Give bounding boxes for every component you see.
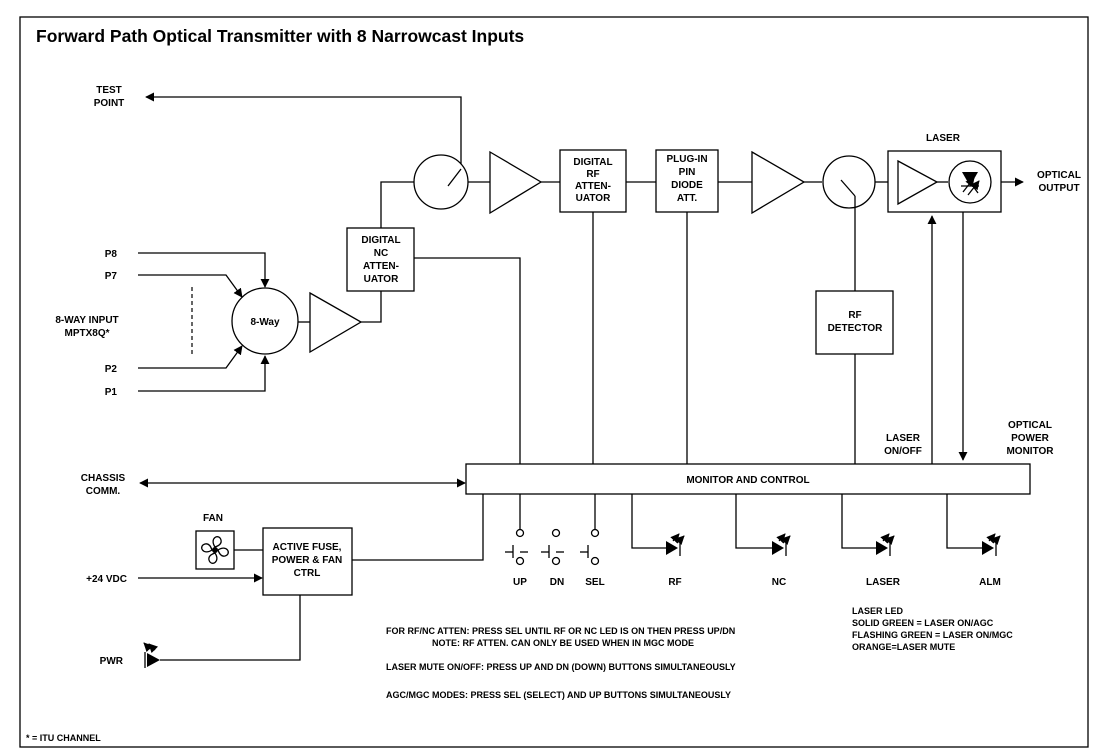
note-rfnc-line2: NOTE: RF ATTEN. CAN ONLY BE USED WHEN IN… [432,638,694,648]
laser-led-note-line2: SOLID GREEN = LASER ON/AGC [852,618,994,628]
monitor-control-label: MONITOR AND CONTROL [686,475,809,486]
pin-diode-line2: PIN [679,167,696,178]
opm-line1: OPTICAL [1008,420,1052,431]
fan-icon [195,530,235,570]
chassis-comm-line1: CHASSIS [81,473,126,484]
active-fuse-line2: POWER & FAN [272,555,343,566]
up-button-switch [505,494,528,566]
digital-rf-atten-line1: DIGITAL [573,157,612,168]
input-p1-label: P1 [105,387,118,398]
diagram-title: Forward Path Optical Transmitter with 8 … [36,26,524,46]
diagram-frame [19,16,1089,748]
rf-amplifier-1 [489,150,543,215]
laser-led-note-line3: FLASHING GREEN = LASER ON/MGC [852,630,1013,640]
pin-diode-line4: ATT. [677,193,698,204]
rf-led-icon [666,533,685,556]
sel-button-label: SEL [585,577,604,588]
input-p7-label: P7 [105,271,118,282]
fan-label: FAN [203,513,223,524]
pin-diode-line1: PLUG-IN [666,154,707,165]
laser-onoff-line2: ON/OFF [884,446,922,457]
chassis-comm-line2: COMM. [86,486,121,497]
dn-button-label: DN [550,577,564,588]
input-p7-wire [138,274,243,298]
laser-title: LASER [926,133,961,144]
pwr-led-icon [143,642,160,668]
laser-diode-icon [948,160,992,204]
active-fuse-line3: CTRL [294,568,321,579]
eight-way-combiner [231,287,299,355]
input-p8-wire [138,252,270,288]
itu-channel-note: * = ITU CHANNEL [26,733,101,743]
rf-led-label: RF [668,577,681,588]
digital-nc-line3: ATTEN- [363,261,399,272]
test-point-coupler [413,154,469,210]
power-to-monitor-wire [352,494,484,561]
pwr-led-wire [160,595,301,661]
eight-way-label: 8-Way [250,317,280,328]
rf-detector-line1: RF [848,310,861,321]
input-p2-wire [138,345,243,369]
laser-onoff-line1: LASER [886,433,921,444]
test-point-wire [145,92,462,169]
sel-button-switch [580,494,600,566]
laser-driver-amplifier [897,159,939,206]
input-p2-label: P2 [105,364,118,375]
digital-nc-line4: UATOR [364,274,399,285]
nc-control-wire [414,257,521,464]
active-fuse-power-fan-control [262,527,353,596]
laser-led-icon [876,533,895,556]
alm-led-icon [982,533,1001,556]
laser-led-label: LASER [866,577,901,588]
optical-output-line2: OUTPUT [1038,183,1079,194]
monitor-and-control-block [465,463,1031,495]
rf-amplifier-2 [751,150,806,215]
opm-line3: MONITOR [1006,446,1054,457]
eight-way-input-line1: 8-WAY INPUT [55,315,118,326]
alm-led-label: ALM [979,577,1001,588]
nc-led-wire [735,494,772,549]
digital-nc-line1: DIGITAL [361,235,400,246]
pin-diode-line3: DIODE [671,180,703,191]
up-button-label: UP [513,577,527,588]
input-p8-label: P8 [105,249,118,260]
note-agc-mgc: AGC/MGC MODES: PRESS SEL (SELECT) AND UP… [386,690,731,700]
input-p1-wire [138,355,270,392]
laser-led-note-line4: ORANGE=LASER MUTE [852,642,955,652]
rf-led-wire [631,494,666,549]
nc-led-label: NC [772,577,786,588]
digital-rf-atten-line2: RF [586,169,599,180]
pwr-label: PWR [100,656,124,667]
note-laser-mute: LASER MUTE ON/OFF: PRESS UP AND DN (DOWN… [386,662,736,672]
test-point-line1: TEST [96,85,122,96]
digital-nc-attenuator [346,227,415,292]
digital-rf-atten-line3: ATTEN- [575,181,611,192]
test-point-line2: POINT [94,98,125,109]
rf-detector-line2: DETECTOR [828,323,884,334]
opm-line2: POWER [1011,433,1050,444]
dn-button-switch [541,528,564,566]
eight-way-input-line2: MPTX8Q* [64,328,109,339]
note-rfnc-line1: FOR RF/NC ATTEN: PRESS SEL UNTIL RF OR N… [386,626,735,636]
optical-output-line1: OPTICAL [1037,170,1081,181]
laser-led-note-line1: LASER LED [852,606,904,616]
detector-coupler [822,155,876,209]
laser-led-wire [841,494,876,549]
active-fuse-line1: ACTIVE FUSE, [273,542,342,553]
combiner-amplifier [309,291,363,354]
rf-detector [815,290,894,355]
digital-rf-atten-line4: UATOR [576,193,611,204]
digital-nc-line2: NC [374,248,388,259]
nc-to-coupler-wire [380,181,414,228]
alm-led-wire [946,494,982,549]
vdc-label: +24 VDC [86,574,127,585]
plugin-pin-diode-attenuator [655,149,719,213]
nc-led-icon [772,533,791,556]
